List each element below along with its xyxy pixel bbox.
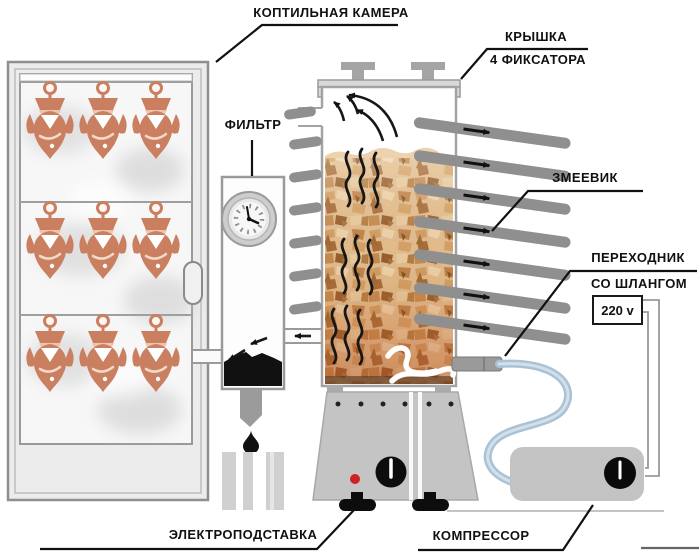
label-smoking-chamber: КОПТИЛЬНАЯ КАМЕРА xyxy=(253,5,409,20)
filter-unit xyxy=(220,175,286,510)
indicator-light xyxy=(350,474,360,484)
coil-turn xyxy=(413,150,571,182)
leader-stand xyxy=(40,509,355,551)
coil-turn xyxy=(289,202,322,216)
coil-turn xyxy=(413,249,571,281)
pipe-filter-to-chamber xyxy=(191,349,225,364)
coil-tube-end xyxy=(284,106,316,120)
leader-compressor xyxy=(418,504,594,552)
pressure-gauge-icon xyxy=(221,191,277,247)
voltage-value: 220 v xyxy=(601,302,634,318)
label-adapter-hose: СО ШЛАНГОМ xyxy=(591,276,687,291)
coil-turn xyxy=(413,216,571,248)
coil-turn xyxy=(413,313,571,345)
power-cord xyxy=(641,299,660,477)
tar-droplet-icon xyxy=(243,430,259,454)
label-compressor: КОМПРЕССОР xyxy=(432,528,530,543)
heat-control-knob[interactable] xyxy=(375,456,407,488)
electric-stand xyxy=(312,385,479,511)
stand-foot xyxy=(412,492,449,511)
label-filter: ФИЛЬТР xyxy=(224,117,282,132)
label-adapter: ПЕРЕХОДНИК xyxy=(591,250,685,265)
compressor-unit xyxy=(510,447,644,501)
label-electric-stand: ЭЛЕКТРОПОДСТАВКА xyxy=(168,527,318,542)
collection-tray xyxy=(222,452,284,510)
leader-adapter xyxy=(504,269,697,357)
label-lid-fixators: 4 ФИКСАТОРА xyxy=(490,52,586,67)
coil-turn xyxy=(413,282,571,314)
drain-spout xyxy=(240,389,262,409)
coil-turn xyxy=(289,301,322,315)
hose-adapter xyxy=(451,356,503,372)
leader-lines xyxy=(40,23,699,552)
label-coil: ЗМЕЕВИК xyxy=(552,170,618,185)
compressor-knob[interactable] xyxy=(604,457,636,489)
filter-flow-arrows xyxy=(228,333,311,362)
coil-turn xyxy=(289,169,322,183)
coil-turn xyxy=(289,136,322,150)
leader-chamber xyxy=(215,23,398,63)
leader-lid xyxy=(460,47,588,80)
voltage-box: 220 v xyxy=(592,295,643,325)
label-lid: КРЫШКА xyxy=(504,29,568,44)
fish-row xyxy=(24,81,182,161)
coil-turn xyxy=(413,117,571,149)
cooling-coil xyxy=(289,117,571,345)
lid-fixator-handle[interactable] xyxy=(411,62,445,82)
coil-turn xyxy=(413,183,571,215)
smoking-chamber-cabinet xyxy=(6,60,210,502)
fish-row xyxy=(24,201,182,281)
door-handle[interactable] xyxy=(183,261,203,305)
smoke-flow-arrows xyxy=(333,92,399,142)
coil-turn xyxy=(289,235,322,249)
stand-foot xyxy=(339,492,376,511)
leader-coil xyxy=(491,189,643,232)
tar-residue xyxy=(224,352,282,386)
lid-fixator-handle[interactable] xyxy=(341,62,375,82)
coil-turn xyxy=(289,268,322,282)
vent-holes xyxy=(335,401,454,407)
fish-row xyxy=(24,314,182,394)
air-hose xyxy=(483,359,573,486)
